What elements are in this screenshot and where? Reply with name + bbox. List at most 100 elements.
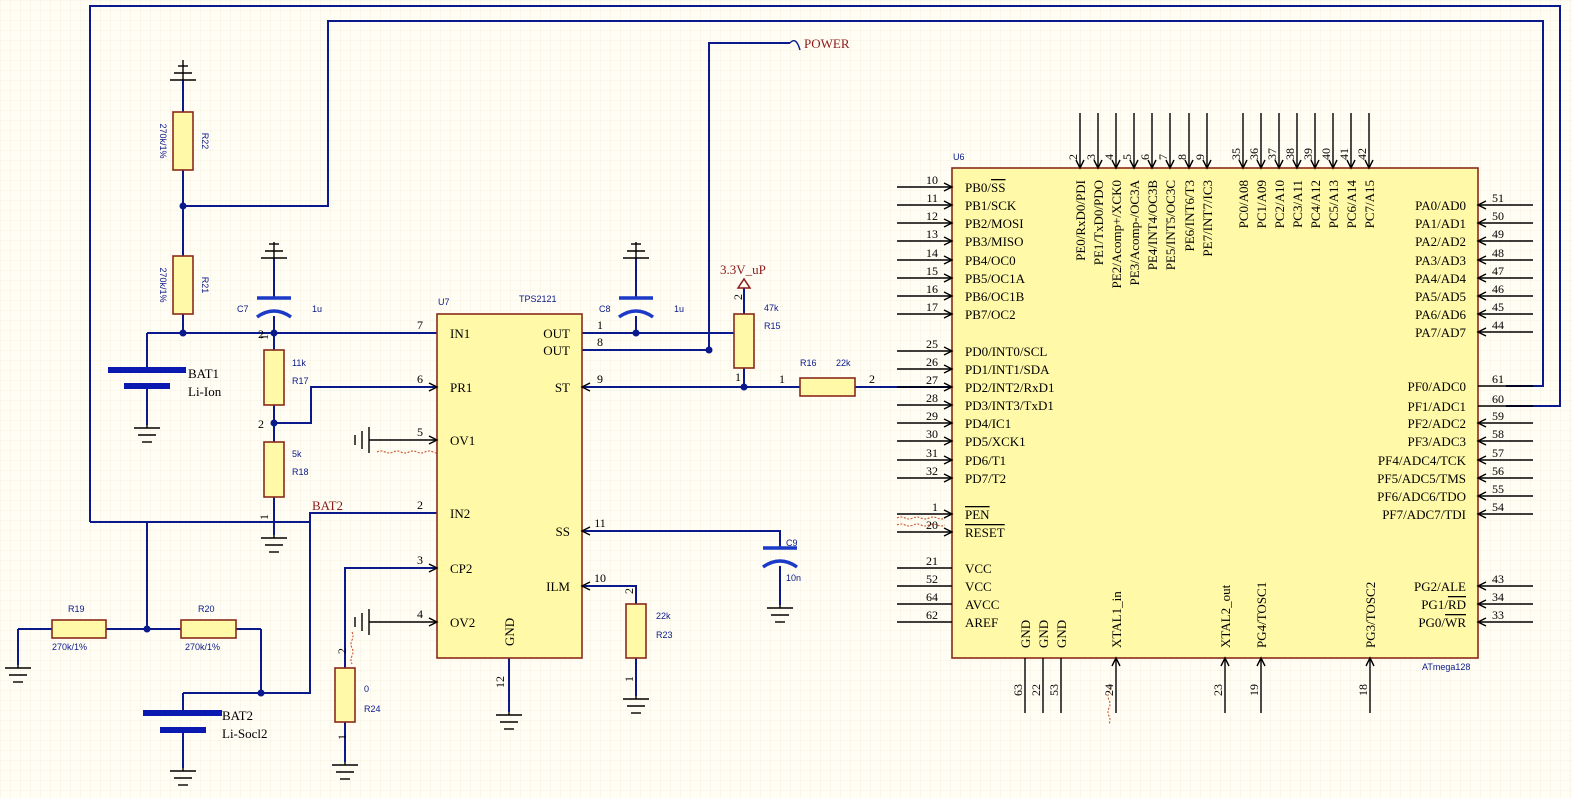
resistor-r16[interactable]: R16 22k [799, 358, 856, 397]
ground-symbols [5, 60, 793, 786]
net-label-bat2[interactable]: BAT2 [312, 498, 343, 513]
resistor-r19[interactable]: R19 270k/1% [51, 604, 107, 652]
svg-text:12: 12 [493, 676, 507, 688]
resistor-r23[interactable]: 22k R23 [625, 603, 673, 659]
r17-ref: R17 [292, 376, 309, 386]
capacitor-c8[interactable]: C8 1u [599, 296, 684, 319]
resistor-r22[interactable]: R22 270k/1% [158, 111, 210, 171]
battery-bat1[interactable]: BAT1 Li-Ion [108, 366, 222, 399]
resistor-r17[interactable]: 11k R17 [263, 349, 309, 406]
u7-pin-st-9[interactable]: 9ST [555, 372, 603, 395]
resistor-r15[interactable]: 47k R15 [733, 303, 781, 369]
net-label-3v3[interactable]: 3.3V_uP [720, 262, 766, 289]
svg-text:1: 1 [257, 514, 271, 520]
resistor-r21[interactable]: R21 270k/1% [158, 255, 210, 315]
resistor-r18[interactable]: 5k R18 [263, 441, 309, 498]
resistor-r24[interactable]: 0 R24 [334, 667, 381, 723]
pin-name: PD4/IC1 [965, 416, 1011, 431]
battery-bat2[interactable]: BAT2 Li-Socl2 [143, 708, 268, 741]
net-label-power[interactable]: POWER [789, 36, 850, 51]
capacitor-c7[interactable]: C7 1u [237, 296, 322, 319]
capacitor-c9[interactable]: C9 10n [761, 538, 801, 583]
resistor-r20[interactable]: R20 270k/1% [180, 604, 237, 652]
